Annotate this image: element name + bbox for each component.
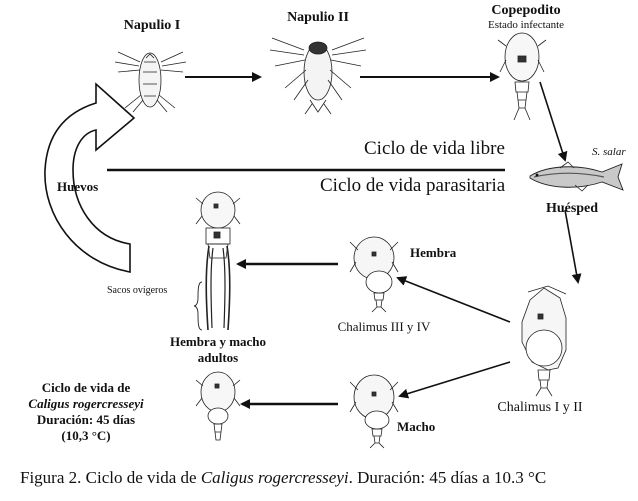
arrow-host-to-chalimus — [564, 209, 582, 284]
huevos-cycle-arrow — [44, 82, 136, 273]
summary-duration: Duración: 45 días — [36, 412, 136, 427]
macho-illustration — [349, 374, 399, 449]
huesped-label: Huésped — [545, 201, 599, 216]
adult-male-illustration — [195, 371, 241, 441]
chalimus-3-4-label: Chalimus III y IV — [337, 319, 431, 334]
arrow-copepodito-to-host — [539, 81, 568, 162]
figure-caption: Figura 2. Ciclo de vida de Caligus roger… — [20, 468, 546, 488]
salmon-illustration — [529, 161, 624, 192]
arrow-chalimus-to-macho — [398, 361, 511, 399]
napulio1-illustration — [114, 51, 187, 113]
chalimus-1-2-illustration — [521, 285, 567, 397]
caption-suffix: . Duración: 45 días a 10.3 °C — [348, 468, 547, 487]
arrow-chalimus-to-hembra — [396, 276, 511, 323]
free-cycle-label: Ciclo de vida libre — [364, 138, 505, 159]
adult-female-illustration — [193, 191, 241, 331]
macho-label: Macho — [397, 419, 436, 434]
copepodito-label: Copepodito — [491, 3, 561, 18]
napulio2-illustration — [269, 37, 367, 115]
caption-prefix: Figura 2. Ciclo de vida de — [20, 468, 201, 487]
summary-species: Caligus rogercresseyi — [28, 396, 144, 411]
hembra-label: Hembra — [410, 245, 457, 260]
parasitic-cycle-label: Ciclo de vida parasitaria — [320, 175, 506, 196]
life-cycle-summary: Ciclo de vida de Caligus rogercresseyi D… — [28, 380, 143, 444]
host-species-label: S. salar — [592, 146, 626, 158]
copepodito-illustration — [497, 32, 547, 121]
caption-species: Caligus rogercresseyi — [200, 468, 349, 487]
hembra-illustration — [349, 236, 399, 313]
adults-label-line2: adultos — [197, 350, 239, 365]
adults-label-line1: Hembra y macho — [169, 334, 267, 349]
sacos-ovigeros-label: Sacos ovígeros — [107, 285, 168, 296]
estado-infectante-label: Estado infectante — [487, 19, 565, 31]
napulio2-label: Napulio II — [287, 10, 349, 25]
napulio1-label: Napulio I — [123, 18, 181, 33]
summary-line1: Ciclo de vida de — [41, 380, 131, 395]
chalimus-1-2-label: Chalimus I y II — [497, 400, 583, 415]
summary-temperature: (10,3 °C) — [61, 428, 111, 443]
huevos-label: Huevos — [57, 179, 99, 194]
